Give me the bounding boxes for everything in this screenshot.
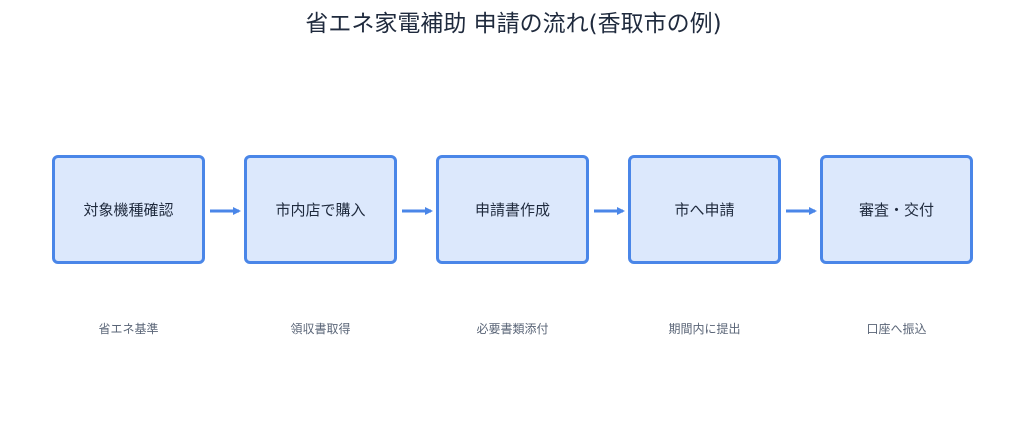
- step-label: 申請書作成: [474, 201, 550, 219]
- step-label: 審査・交付: [858, 201, 934, 219]
- step-box-prepare-form: 申請書作成: [436, 155, 589, 264]
- diagram-title: 省エネ家電補助 申請の流れ(香取市の例): [305, 11, 722, 37]
- step-note: 期間内に提出: [668, 322, 741, 336]
- step-note: 省エネ基準: [98, 322, 159, 336]
- step-note: 必要書類添付: [476, 322, 549, 336]
- step-note: 口座へ振込: [866, 322, 927, 336]
- step-box-purchase: 市内店で購入: [244, 155, 397, 264]
- step-note: 領収書取得: [290, 322, 351, 336]
- step-label: 対象機種確認: [83, 201, 174, 219]
- step-box-check-model: 対象機種確認: [52, 155, 205, 264]
- step-box-submit: 市へ申請: [628, 155, 781, 264]
- step-label: 市内店で購入: [275, 201, 366, 219]
- step-label: 市へ申請: [674, 201, 735, 219]
- step-box-review-grant: 審査・交付: [820, 155, 973, 264]
